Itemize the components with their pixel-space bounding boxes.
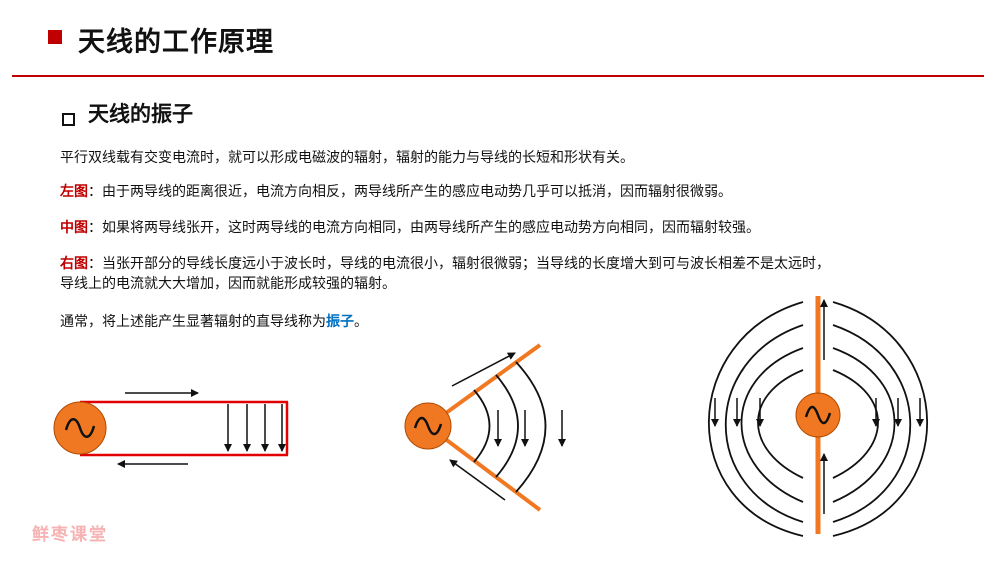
right-paragraph: 右图：当张开部分的导线长度远小于波长时，导线的电流很小，辐射很微弱；当导线的长度… [60, 254, 960, 294]
conclusion-prefix: 通常，将上述能产生显著辐射的直导线称为 [60, 314, 326, 330]
left-label: 左图 [60, 184, 88, 200]
ac-source-icon [795, 392, 841, 438]
ac-source-icon [53, 401, 107, 455]
current-arrow-lower [449, 459, 506, 501]
field-line [832, 347, 896, 503]
section-title: 天线的振子 [88, 102, 193, 126]
left-diagram [53, 389, 289, 468]
field-line [832, 324, 911, 523]
field-line [832, 369, 879, 479]
intro-paragraph: 平行双线载有交变电流时，就可以形成电磁波的辐射，辐射的能力与导线的长短和形状有关… [60, 148, 960, 168]
field-line [740, 347, 804, 503]
middle-paragraph: 中图：如果将两导线张开，这时两导线的电流方向相同，由两导线所产生的感应电动势方向… [60, 218, 960, 238]
field-line [708, 301, 804, 537]
field-line [757, 369, 804, 479]
title-divider [12, 75, 984, 77]
field-line [725, 324, 804, 523]
field-line [473, 389, 491, 463]
middle-diagram [404, 343, 566, 512]
left-text: ：由于两导线的距离很近，电流方向相反，两导线所产生的感应电动势几乎可以抵消，因而… [88, 184, 732, 200]
right-text-2: 导线上的电流就大大增加，因而就能形成较强的辐射。 [60, 276, 396, 292]
right-text-1: ：当张开部分的导线长度远小于波长时，导线的电流很小，辐射很微弱；当导线的长度增大… [88, 256, 830, 272]
right-label: 右图 [60, 256, 88, 272]
conclusion-paragraph: 通常，将上述能产生显著辐射的直导线称为振子。 [60, 312, 960, 332]
field-line [495, 374, 519, 478]
watermark-logo: 鲜枣课堂 [32, 525, 108, 545]
section-bullet [62, 113, 75, 126]
dipole-term: 振子 [326, 314, 354, 330]
title-marker [48, 30, 62, 44]
page-title: 天线的工作原理 [78, 27, 274, 58]
field-line [832, 301, 928, 537]
middle-text: ：如果将两导线张开，这时两导线的电流方向相同，由两导线所产生的感应电动势方向相同… [88, 220, 760, 236]
current-arrow-upper [451, 352, 516, 387]
conclusion-suffix: 。 [354, 314, 368, 330]
left-paragraph: 左图：由于两导线的距离很近，电流方向相反，两导线所产生的感应电动势几乎可以抵消，… [60, 182, 960, 202]
middle-label: 中图 [60, 220, 88, 236]
ac-source-icon [404, 402, 452, 450]
right-diagram [708, 296, 928, 537]
field-line [515, 361, 547, 493]
intro-text: 平行双线载有交变电流时，就可以形成电磁波的辐射，辐射的能力与导线的长短和形状有关… [60, 150, 634, 166]
